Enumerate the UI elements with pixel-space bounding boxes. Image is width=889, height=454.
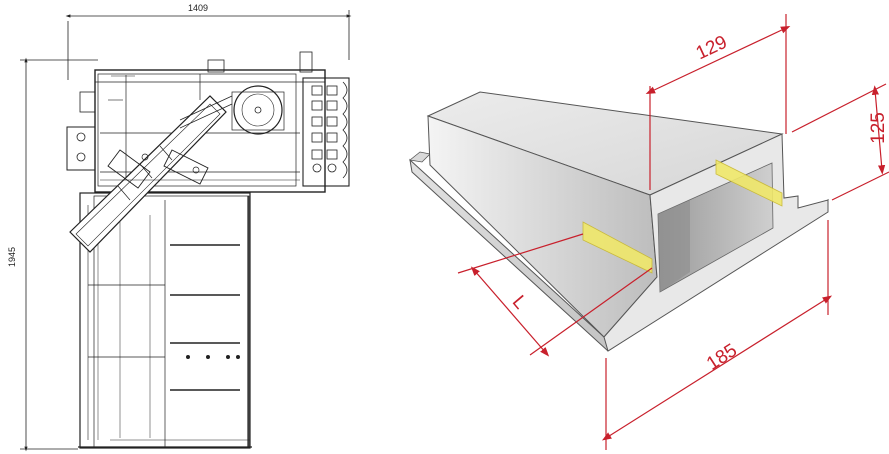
- machine-width-dimension: [65, 10, 352, 80]
- profile-base-width-label: 185: [703, 340, 741, 375]
- machine-head: [66, 51, 350, 253]
- profile-height-label: 125: [868, 112, 889, 144]
- machine-width-label: 1409: [188, 3, 208, 13]
- profile-dimensions: [457, 14, 889, 450]
- machine-plan-drawing: 1409 1945: [7, 3, 352, 452]
- machine-height-dimension: [20, 57, 98, 452]
- machine-height-label: 1945: [7, 247, 17, 267]
- profile-slot-highlight-right: [715, 159, 783, 207]
- profile-drawing: 129 125 185 L: [409, 14, 889, 450]
- profile-length-label: L: [508, 292, 531, 314]
- profile-top-width-label: 129: [693, 32, 731, 64]
- machine-lower-table: [78, 192, 252, 449]
